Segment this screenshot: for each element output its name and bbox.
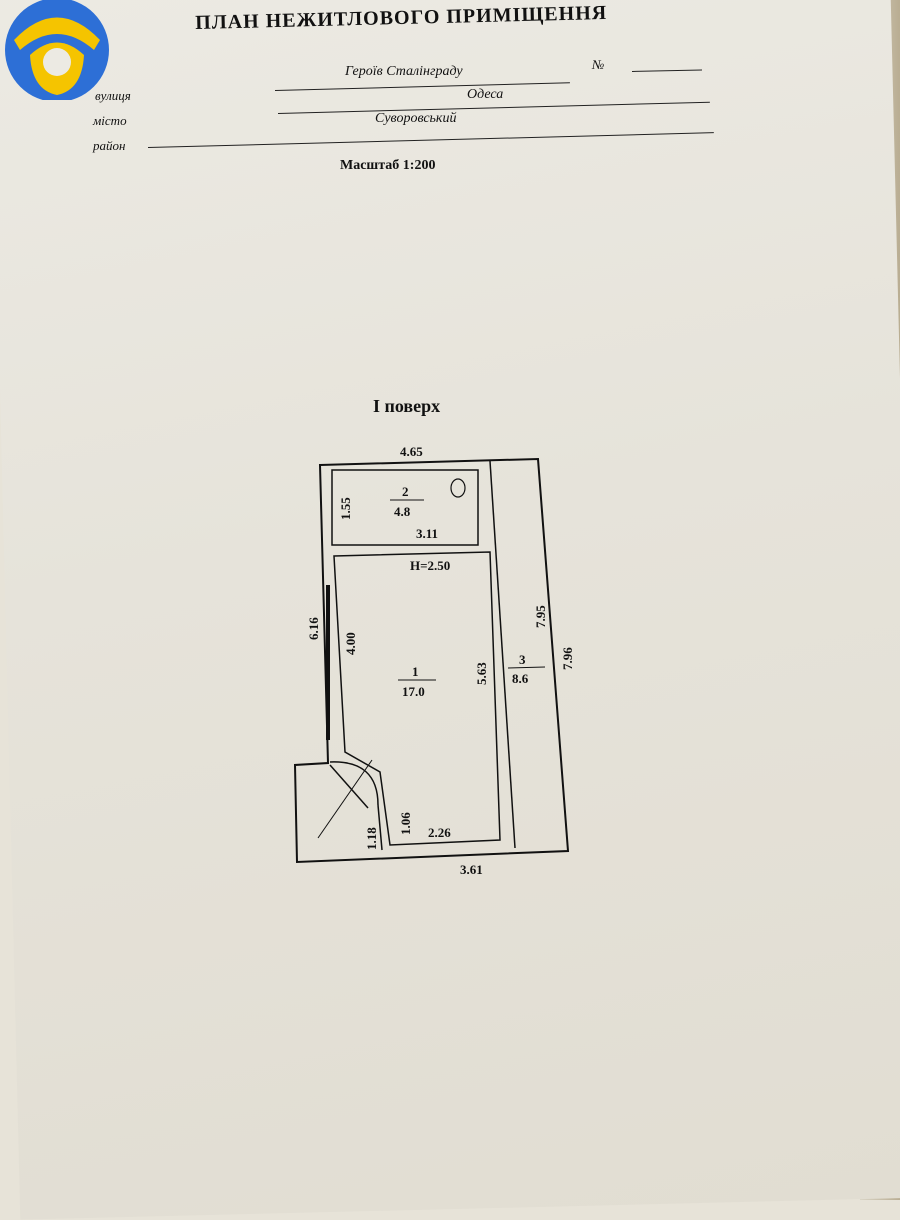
city-label: місто: [93, 113, 127, 128]
dim-room3-inner: 7.95: [533, 605, 548, 628]
toilet-icon: [450, 478, 466, 498]
floor-heading: І поверх: [373, 396, 441, 416]
height-note: H=2.50: [410, 558, 450, 573]
scale-note: Масштаб 1:200: [340, 158, 436, 173]
dim-left-full: 6.16: [306, 617, 321, 640]
street-label: вулиця: [95, 88, 131, 103]
dim-top-width: 4.65: [400, 444, 423, 459]
dim-small-left: 1.18: [364, 827, 379, 850]
wall-segment: [377, 804, 383, 851]
number-label: №: [592, 57, 605, 72]
room3-fraction: [507, 666, 546, 669]
room2-area: 4.8: [394, 504, 411, 519]
dim-bottom-outer: 3.61: [460, 862, 483, 877]
dim-small-inner: 1.06: [398, 812, 413, 835]
door-arc: [329, 761, 379, 806]
outer-wall: [293, 457, 570, 864]
district-value: Суворовський: [375, 111, 457, 126]
dim-room1-right: 5.63: [474, 662, 489, 685]
dim-left-inner: 4.00: [343, 632, 358, 655]
room3-partition: [489, 460, 516, 849]
dim-right-outer: 7.96: [560, 647, 575, 670]
street-value: Героїв Сталінграду: [345, 64, 463, 79]
room2-outline: [331, 469, 479, 546]
dim-bottom-inner: 2.26: [428, 825, 451, 840]
entrance-arrow: [317, 759, 373, 839]
room3-number: 3: [519, 652, 526, 667]
room3-area: 8.6: [512, 671, 529, 686]
city-value: Одеса: [467, 87, 504, 102]
door-leaf: [329, 764, 369, 809]
room1-area: 17.0: [402, 684, 425, 699]
room1-number: 1: [412, 664, 419, 679]
room1-outline: [333, 551, 501, 846]
dim-room2-width: 3.11: [416, 526, 438, 541]
room2-number: 2: [402, 484, 409, 499]
district-label: район: [93, 138, 126, 153]
logo-icon: [5, 0, 109, 100]
dim-left-upper: 1.55: [338, 497, 353, 520]
